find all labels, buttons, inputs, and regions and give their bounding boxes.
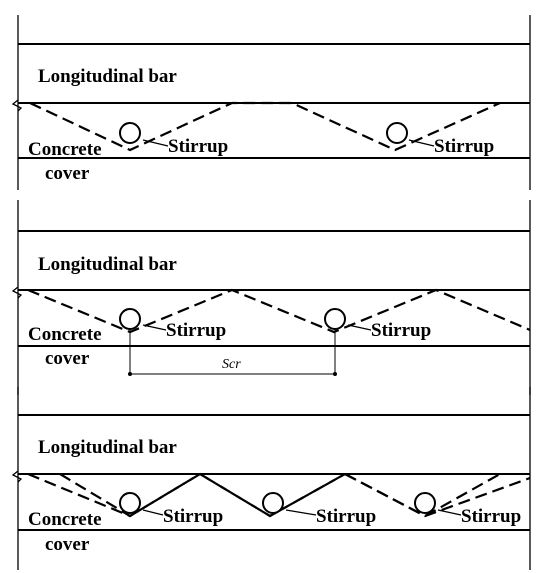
stirrup-label: Stirrup: [168, 136, 228, 157]
panel-3: Longitudinal bar Stirrup Stirrup Stirrup…: [11, 387, 531, 570]
break-mark: [11, 470, 23, 483]
cover-label: cover: [45, 163, 90, 184]
longitudinal-bar-label: Longitudinal bar: [38, 254, 177, 275]
crack-pattern: [27, 288, 531, 334]
stirrup-leader: [408, 139, 435, 147]
stirrup-leader: [142, 324, 167, 331]
stirrup-leader: [347, 324, 372, 331]
stirrup-label: Stirrup: [371, 320, 431, 341]
stirrup-leader: [437, 509, 462, 516]
stirrup-circle: [119, 308, 141, 330]
stirrup-leader: [285, 509, 317, 516]
stirrup-circle: [386, 122, 408, 144]
dimension-tick: [128, 372, 132, 376]
stirrup-label: Stirrup: [166, 320, 226, 341]
stirrup-label: Stirrup: [316, 506, 376, 527]
cover-label: cover: [45, 534, 90, 555]
crack-pattern: [29, 101, 501, 152]
crack-pattern: [199, 473, 346, 518]
break-mark: [11, 99, 23, 112]
concrete-label: Concrete: [28, 139, 102, 160]
stirrup-label: Stirrup: [434, 136, 494, 157]
break-mark: [11, 286, 23, 299]
longitudinal-bar-label: Longitudinal bar: [38, 437, 177, 458]
panel-2: Scr Longitudinal bar Stirrup Stirrup Con…: [11, 200, 531, 395]
concrete-label: Concrete: [28, 509, 102, 530]
stirrup-label: Stirrup: [461, 506, 521, 527]
spacing-label: Scr: [222, 357, 241, 372]
stirrup-circle: [119, 122, 141, 144]
crack-pattern: [344, 473, 531, 518]
cover-label: cover: [45, 348, 90, 369]
panel-1: Longitudinal bar Stirrup Stirrup Concret…: [11, 15, 531, 190]
stirrup-circle: [414, 492, 436, 514]
longitudinal-bar-label: Longitudinal bar: [38, 66, 177, 87]
crack-pattern: [59, 473, 201, 518]
stirrup-leader: [142, 509, 164, 516]
stirrup-circle: [324, 308, 346, 330]
stirrup-circle: [119, 492, 141, 514]
concrete-label: Concrete: [28, 324, 102, 345]
stirrup-leader: [142, 139, 169, 147]
dimension-tick: [333, 372, 337, 376]
stirrup-label: Stirrup: [163, 506, 223, 527]
stirrup-circle: [262, 492, 284, 514]
